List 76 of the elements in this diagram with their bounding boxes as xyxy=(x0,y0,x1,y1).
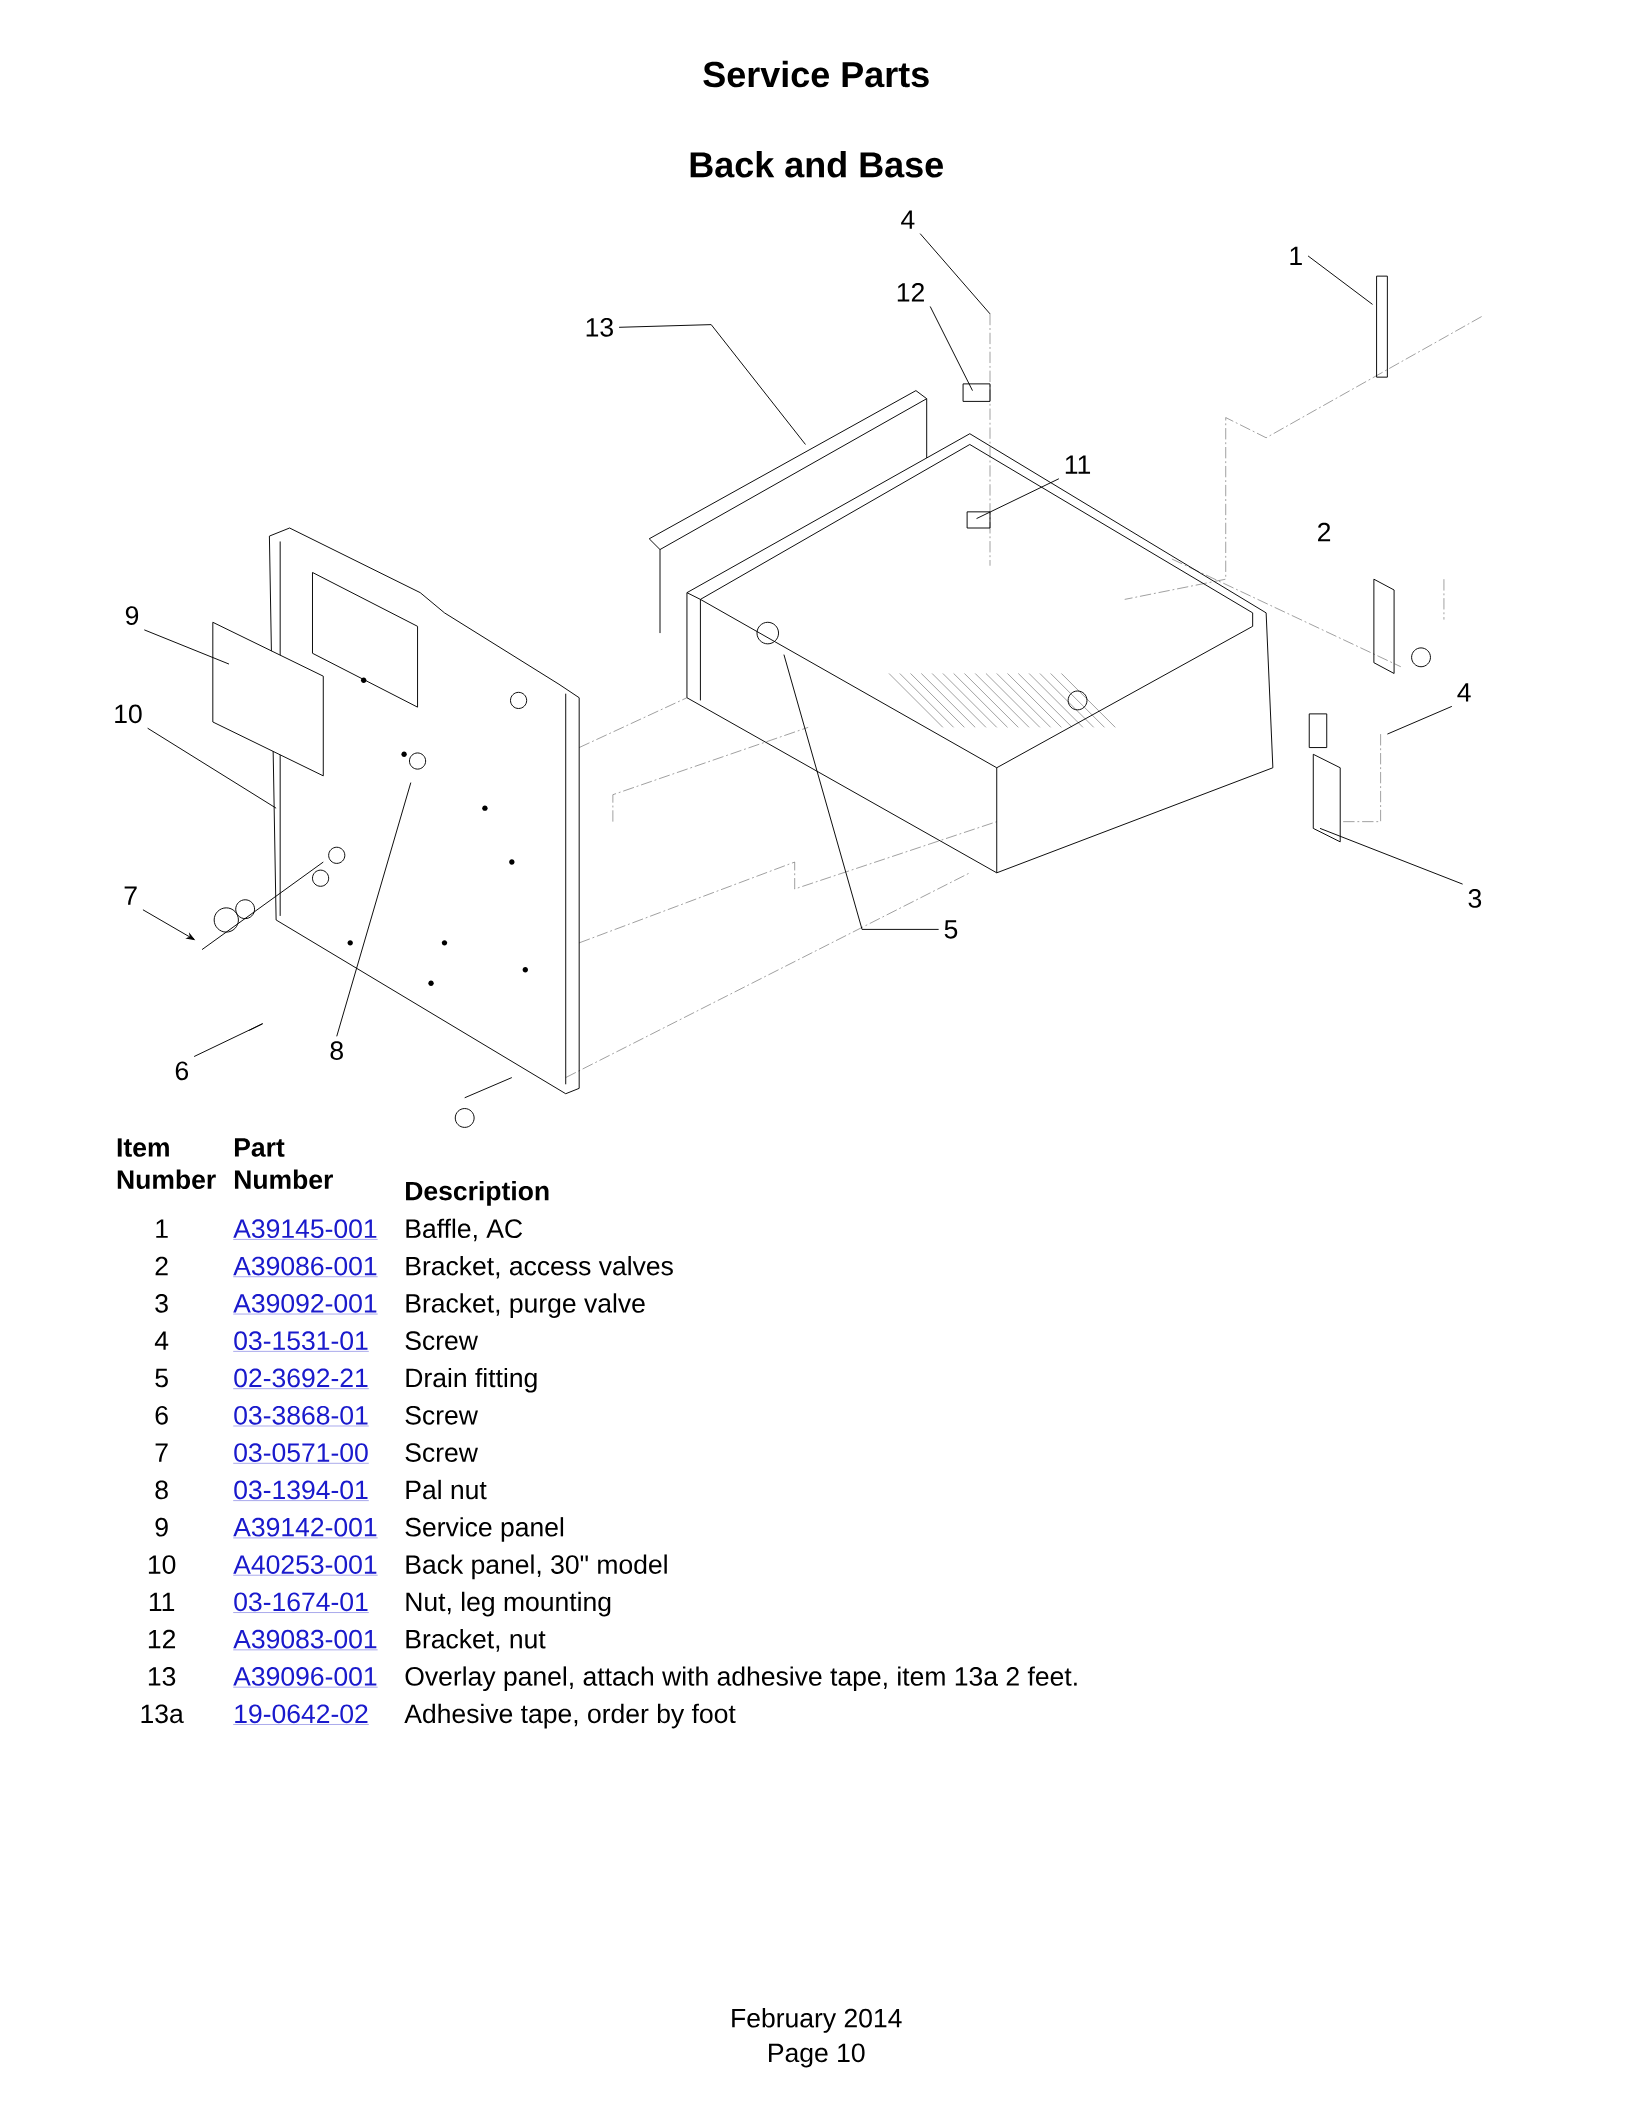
description: Bracket, access valves xyxy=(406,1255,673,1279)
part-number-link: A39086-001 xyxy=(232,1256,378,1277)
leader-line xyxy=(143,629,230,665)
leader-line xyxy=(1386,705,1453,735)
callout-number: 11 xyxy=(1065,455,1090,474)
leader-line xyxy=(1319,827,1463,885)
title: Service Parts xyxy=(703,60,929,88)
item-number: 4 xyxy=(154,1331,168,1350)
leader-line xyxy=(618,324,806,445)
part-number-link: 03-1394-01 xyxy=(232,1480,369,1501)
description: Screw xyxy=(405,1443,478,1462)
callout-number: 3 xyxy=(1468,889,1481,908)
description: Screw xyxy=(405,1405,478,1425)
callout-number: 10 xyxy=(115,704,142,724)
part-number-link: A39142-001 xyxy=(232,1517,378,1539)
part-number-link: 03-3868-01 xyxy=(232,1405,369,1427)
callout-number: 1 xyxy=(1290,246,1302,266)
column-header: Description xyxy=(405,1180,549,1206)
item-number: 1 xyxy=(156,1219,168,1238)
callout-number: 7 xyxy=(124,886,137,905)
description: Drain fitting xyxy=(406,1367,537,1393)
description: Service panel xyxy=(405,1517,563,1542)
description: Nut, leg mounting xyxy=(406,1591,611,1617)
column-header: Part Number xyxy=(234,1138,333,1190)
callout-number: 5 xyxy=(944,920,957,939)
callout-number: 2 xyxy=(1317,522,1330,542)
part-number-link: A39096-001 xyxy=(232,1667,378,1688)
leader-line xyxy=(1307,255,1373,305)
description: Adhesive tape, order by foot xyxy=(404,1703,736,1729)
callout-number: 12 xyxy=(897,283,924,302)
page-number: Page 10 xyxy=(768,2043,865,2068)
description: Pal nut xyxy=(406,1479,487,1500)
item-number: 3 xyxy=(155,1293,168,1313)
item-number: 13a xyxy=(141,1704,184,1724)
description: Overlay panel, attach with adhesive tape, item 13a 2 feet. xyxy=(405,1666,1077,1692)
leader-line xyxy=(336,782,412,1037)
leader-line xyxy=(146,727,277,809)
callout-number: 4 xyxy=(900,210,915,229)
callout-number: 8 xyxy=(330,1041,343,1060)
column-header: Item Number xyxy=(117,1138,216,1190)
leader-line xyxy=(193,1023,263,1057)
callout-number: 6 xyxy=(175,1061,188,1081)
leader-line xyxy=(783,654,939,930)
item-number: 12 xyxy=(148,1629,175,1649)
item-number: 10 xyxy=(148,1555,176,1574)
part-number-link: A39083-001 xyxy=(232,1629,378,1651)
part-number-link: 03-0571-00 xyxy=(232,1443,369,1464)
item-number: 6 xyxy=(155,1405,168,1425)
description: Bracket, nut xyxy=(406,1629,546,1652)
item-number: 7 xyxy=(155,1443,168,1462)
description: Bracket, purge valve xyxy=(406,1293,645,1318)
part-number-link: 19-0642-02 xyxy=(232,1704,369,1725)
leader-line xyxy=(919,233,991,315)
item-number: 9 xyxy=(155,1517,168,1537)
description: Baffle, AC xyxy=(406,1218,522,1242)
callout-number: 9 xyxy=(125,606,138,625)
item-number: 11 xyxy=(149,1592,174,1611)
part-number-link: 03-1531-01 xyxy=(232,1331,369,1352)
leader-line xyxy=(975,478,1060,520)
item-number: 2 xyxy=(155,1256,168,1276)
description: Back panel, 30" model xyxy=(406,1554,667,1580)
part-number-link: A39145-001 xyxy=(232,1219,378,1240)
part-number-link: 03-1674-01 xyxy=(232,1592,369,1613)
leader-line xyxy=(142,909,195,940)
description: Screw xyxy=(405,1331,478,1351)
footer-date: February 2014 xyxy=(732,2008,902,2033)
item-number: 13 xyxy=(148,1667,175,1686)
part-number-link: A40253-001 xyxy=(232,1555,378,1576)
part-number-link: A39092-001 xyxy=(232,1293,378,1315)
callout-number: 13 xyxy=(586,317,613,337)
subtitle: Back and Base xyxy=(690,151,943,178)
leader-line xyxy=(929,306,973,392)
item-number: 8 xyxy=(155,1480,168,1500)
item-number: 5 xyxy=(155,1368,168,1388)
part-number-link: 02-3692-21 xyxy=(232,1368,369,1389)
callout-number: 4 xyxy=(1457,683,1471,702)
